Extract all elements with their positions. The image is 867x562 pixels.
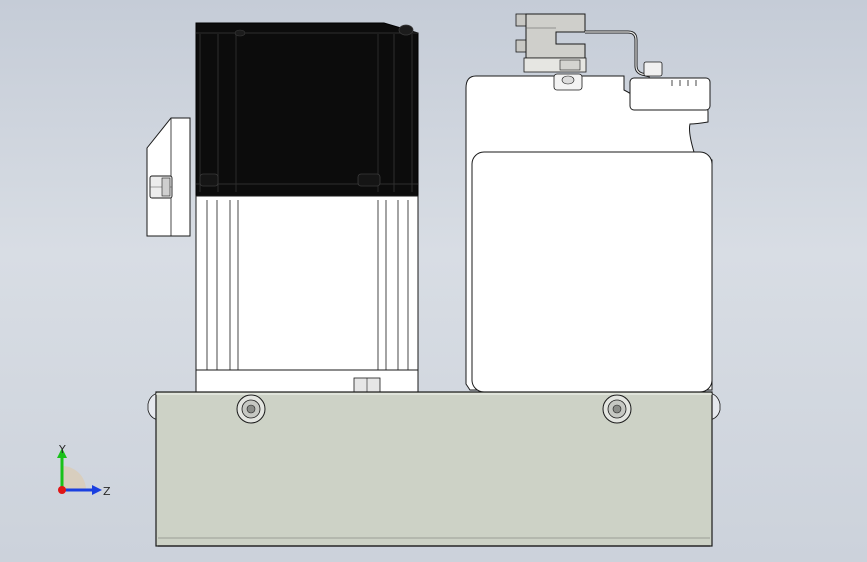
left-mounting-block[interactable] (146, 117, 191, 237)
z-axis-label: Z (103, 485, 111, 498)
right-module[interactable] (465, 61, 713, 393)
base-screw-right[interactable] (602, 394, 632, 424)
y-axis-label: Y (59, 443, 66, 456)
orientation-triad[interactable]: Y Z (40, 430, 120, 510)
top-bracket[interactable] (515, 13, 651, 78)
stepper-motor[interactable] (195, 22, 419, 197)
base-plate[interactable] (147, 391, 721, 547)
base-screw-left[interactable] (236, 394, 266, 424)
triad-axes-icon (57, 448, 102, 495)
motor-housing[interactable] (195, 195, 419, 393)
